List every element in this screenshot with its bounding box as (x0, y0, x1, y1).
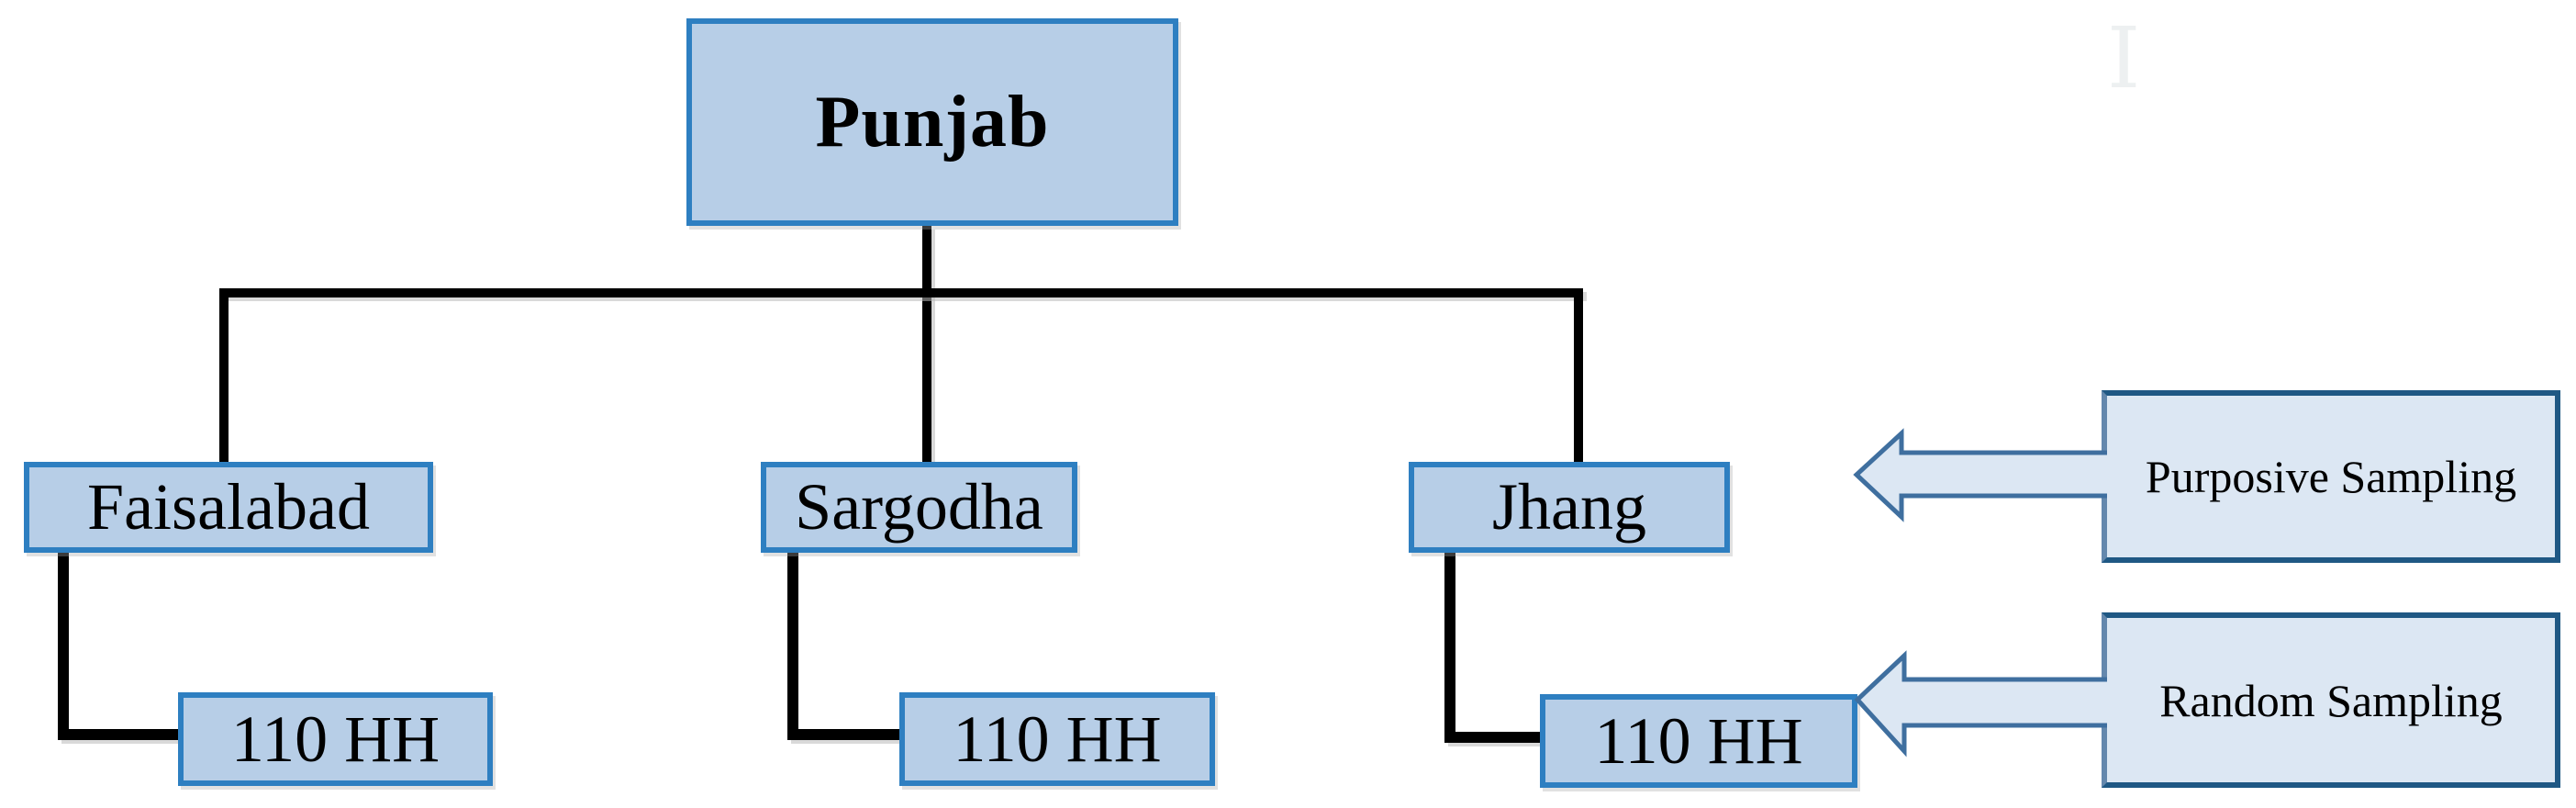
elbow-faisalabad-vertical (58, 549, 69, 740)
elbow-jhang-vertical (1444, 549, 1455, 743)
district-node-jhang: Jhang (1409, 462, 1730, 553)
i-beam-cursor: I (2107, 9, 2141, 107)
household-node-jhang: 110 HH (1540, 694, 1857, 788)
left-arrow-icon (1853, 428, 2107, 522)
district-node-sargodha: Sargodha (761, 462, 1077, 553)
random-sampling-callout: Random Sampling (2102, 612, 2560, 788)
connector-root-stem (922, 226, 931, 462)
left-arrow-shape (1853, 428, 2107, 522)
left-arrow-icon (1854, 650, 2107, 758)
district-node-faisalabad: Faisalabad (24, 462, 433, 553)
connector-stub-faisalabad (219, 288, 229, 462)
random-sampling-label: Random Sampling (2159, 674, 2503, 726)
sargodha-label: Sargodha (795, 470, 1043, 544)
household-label: 110 HH (230, 701, 440, 776)
purposive-sampling-callout: Purposive Sampling (2102, 390, 2560, 563)
punjab-label: Punjab (815, 81, 1050, 163)
left-arrow-shape (1854, 650, 2107, 758)
household-label: 110 HH (1594, 703, 1803, 778)
purposive-sampling-label: Purposive Sampling (2145, 451, 2517, 502)
connector-stub-jhang (1574, 288, 1583, 462)
jhang-label: Jhang (1492, 470, 1646, 544)
elbow-sargodha-vertical (787, 549, 798, 740)
punjab-node: Punjab (686, 18, 1178, 226)
household-node-faisalabad: 110 HH (178, 692, 493, 786)
household-node-sargodha: 110 HH (899, 692, 1215, 786)
elbow-jhang-horizontal (1444, 732, 1540, 743)
household-label: 110 HH (953, 701, 1162, 776)
faisalabad-label: Faisalabad (87, 470, 370, 544)
elbow-sargodha-horizontal (787, 729, 899, 740)
elbow-faisalabad-horizontal (58, 729, 178, 740)
connector-horizontal-bar (219, 288, 1583, 297)
